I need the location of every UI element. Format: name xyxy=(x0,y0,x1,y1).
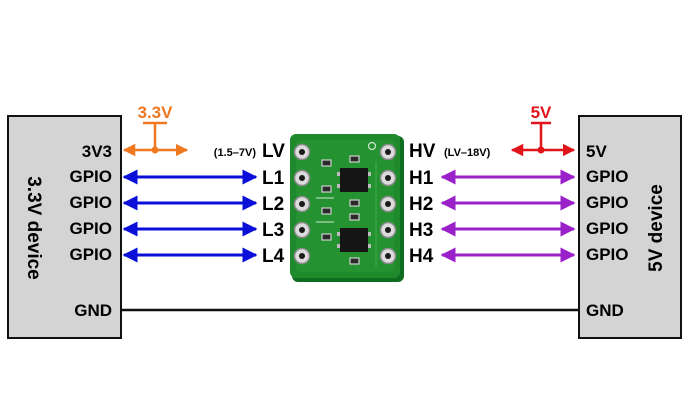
left-pin-gnd: GND xyxy=(74,301,112,320)
resistor-1 xyxy=(321,159,332,167)
lv-label: LV xyxy=(262,141,285,162)
right-pin-5v: 5V xyxy=(586,142,607,161)
right-pin-gpio-4: GPIO xyxy=(586,245,629,264)
mosfet-chip-2 xyxy=(340,228,368,252)
h4-label: H4 xyxy=(409,246,434,267)
right-device-label: 5V device xyxy=(646,184,667,272)
board-resistors xyxy=(321,155,360,265)
pad-l4-hole xyxy=(299,253,305,259)
pad-hv-hole xyxy=(385,149,391,155)
left-device-box xyxy=(7,115,122,339)
board-low-side-labels: (1.5–7V) LV L1 L2 L3 L4 xyxy=(214,141,285,267)
board-high-side-labels: HV (LV–18V) H1 H2 H3 H4 xyxy=(409,141,491,267)
resistor-4 xyxy=(321,233,332,241)
left-pin-gpio-2: GPIO xyxy=(69,193,112,212)
h3-label: H3 xyxy=(409,220,433,241)
pad-h1-hole xyxy=(385,175,391,181)
pad-h2-hole xyxy=(385,201,391,207)
left-device-label: 3.3V device xyxy=(23,176,44,280)
low-supply-junction xyxy=(151,146,159,154)
board-right-pads xyxy=(379,143,397,265)
pad-l2-hole xyxy=(299,201,305,207)
right-device-box xyxy=(578,115,682,339)
pad-lv-hole xyxy=(299,149,305,155)
resistor-6 xyxy=(349,199,360,207)
low-range-label: (1.5–7V) xyxy=(214,147,257,159)
right-pin-gpio-3: GPIO xyxy=(586,219,629,238)
left-pin-3v3: 3V3 xyxy=(82,142,112,161)
high-supply-junction xyxy=(537,146,545,154)
low-supply-label: 3.3V xyxy=(138,103,174,122)
level-shifter-board xyxy=(290,134,404,282)
left-pin-gpio-4: GPIO xyxy=(69,245,112,264)
pad-h4-hole xyxy=(385,253,391,259)
low-supply-connection: 3.3V xyxy=(122,103,189,157)
board-left-pads xyxy=(293,143,311,265)
l4-label: L4 xyxy=(262,246,285,267)
low-signal-arrows xyxy=(122,169,258,263)
high-supply-connection: 5V xyxy=(510,103,576,157)
board-traces xyxy=(316,141,377,266)
resistor-3 xyxy=(321,207,332,215)
h1-label: H1 xyxy=(409,168,434,189)
right-pin-gpio-1: GPIO xyxy=(586,167,629,186)
l1-label: L1 xyxy=(262,168,285,189)
hv-label: HV xyxy=(409,141,436,162)
right-pin-gpio-2: GPIO xyxy=(586,193,629,212)
resistor-8 xyxy=(349,257,360,265)
l3-label: L3 xyxy=(262,220,284,241)
resistor-2 xyxy=(321,185,332,193)
left-device: 3.3V device 3V3 GPIO GPIO GPIO GPIO GND xyxy=(7,115,122,339)
board-highlight xyxy=(296,140,394,272)
resistor-5 xyxy=(349,155,360,163)
high-supply-label: 5V xyxy=(531,103,552,122)
high-range-label: (LV–18V) xyxy=(444,147,491,159)
left-pin-gpio-1: GPIO xyxy=(69,167,112,186)
resistor-7 xyxy=(349,213,360,221)
board-marker-circle xyxy=(367,141,377,151)
pad-h3-hole xyxy=(385,227,391,233)
pad-l3-hole xyxy=(299,227,305,233)
pad-l1-hole xyxy=(299,175,305,181)
left-pin-gpio-3: GPIO xyxy=(69,219,112,238)
l2-label: L2 xyxy=(262,194,284,215)
board-chips xyxy=(337,168,371,252)
right-device: 5V device 5V GPIO GPIO GPIO GPIO GND xyxy=(578,115,682,339)
h2-label: H2 xyxy=(409,194,433,215)
high-signal-arrows xyxy=(440,169,576,263)
mosfet-chip-1 xyxy=(340,168,368,192)
right-pin-gnd: GND xyxy=(586,301,624,320)
